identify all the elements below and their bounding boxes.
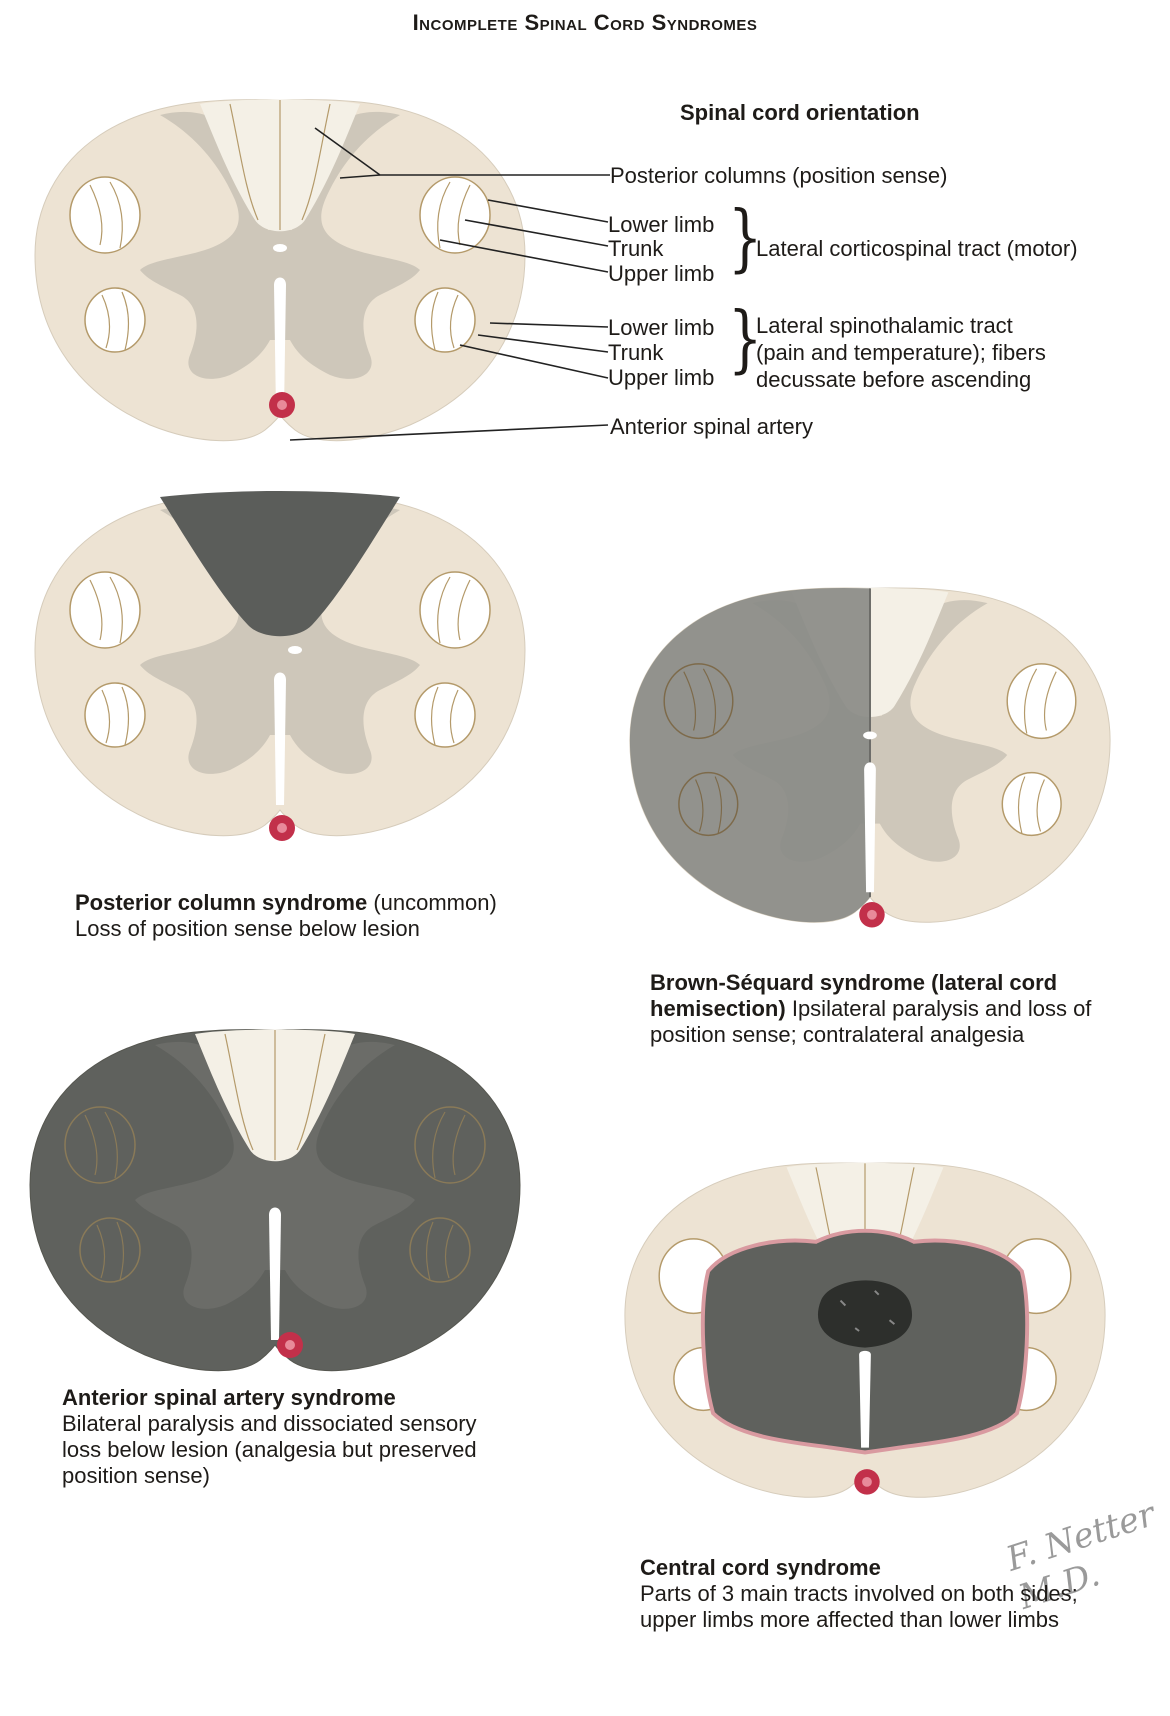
- brown-sequard-caption: Brown-Séquard syndrome (lateral cord hem…: [650, 970, 1091, 1048]
- st-lower-limb-label: Lower limb: [608, 315, 715, 340]
- brown-sequard-title-2: hemisection): [650, 996, 786, 1021]
- posterior-columns-label: Posterior columns (position sense): [610, 163, 948, 188]
- posterior-column-caption: Posterior column syndrome (uncommon) Los…: [75, 890, 497, 942]
- st-upper-limb-label: Upper limb: [608, 365, 715, 390]
- artery-icon: [854, 1469, 880, 1495]
- brown-sequard-cord-diagram: [629, 587, 1111, 928]
- spinothalamic-label-3: decussate before ascending: [756, 367, 1032, 392]
- cs-brace: }: [728, 194, 763, 280]
- st-trunk-label: Trunk: [608, 340, 664, 365]
- anterior-spinal-artery-title: Anterior spinal artery syndrome: [62, 1385, 396, 1410]
- brown-sequard-desc-2: position sense; contralateral analgesia: [650, 1022, 1025, 1047]
- page-title: Incomplete Spinal Cord Syndromes: [412, 10, 758, 35]
- central-cord-desc-2: upper limbs more affected than lower lim…: [640, 1607, 1060, 1632]
- cs-lower-limb-label: Lower limb: [608, 212, 715, 237]
- corticospinal-tract-left: [69, 176, 141, 254]
- anterior-spinal-artery-icon: [269, 392, 295, 418]
- orientation-cord-diagram: [34, 99, 526, 442]
- posterior-column-title: Posterior column syndrome: [75, 890, 368, 915]
- posterior-column-desc: Loss of position sense below lesion: [75, 916, 420, 941]
- central-cord-caption: Central cord syndrome Parts of 3 main tr…: [640, 1555, 1078, 1633]
- cs-upper-limb-label: Upper limb: [608, 261, 715, 286]
- central-cord-desc-1: Parts of 3 main tracts involved on both …: [640, 1581, 1078, 1606]
- central-cord-title: Central cord syndrome: [640, 1555, 881, 1580]
- anterior-spinal-artery-desc-2: loss below lesion (analgesia but preserv…: [62, 1437, 477, 1462]
- cs-trunk-label: Trunk: [608, 236, 664, 261]
- brown-sequard-title-1: Brown-Séquard syndrome (lateral cord: [650, 970, 1058, 995]
- artery-icon: [859, 902, 885, 928]
- artery-icon: [277, 1332, 303, 1358]
- posterior-column-note: (uncommon): [373, 890, 497, 915]
- central-cavity-lesion: [817, 1280, 913, 1348]
- st-brace: }: [728, 295, 763, 381]
- posterior-column-lesion: [160, 491, 400, 637]
- artery-icon: [269, 815, 295, 841]
- spinothalamic-label-2: (pain and temperature); fibers: [756, 340, 1046, 365]
- posterior-column-cord-diagram: [34, 491, 526, 841]
- orientation-heading: Spinal cord orientation: [680, 100, 920, 125]
- corticospinal-tract-label: Lateral corticospinal tract (motor): [756, 236, 1078, 261]
- hemisection-lesion: [629, 587, 870, 923]
- anterior-spinal-artery-cord-diagram: [29, 1029, 521, 1372]
- brown-sequard-desc-1: Ipsilateral paralysis and loss of: [791, 996, 1092, 1021]
- spinothalamic-label-1: Lateral spinothalamic tract: [756, 313, 1013, 338]
- anterior-spinal-artery-desc-3: position sense): [62, 1463, 210, 1488]
- anterior-spinal-artery-desc-1: Bilateral paralysis and dissociated sens…: [62, 1411, 477, 1436]
- anterior-spinal-artery-caption: Anterior spinal artery syndrome Bilatera…: [62, 1385, 477, 1489]
- anterior-spinal-artery-label: Anterior spinal artery: [610, 414, 813, 439]
- central-cord-diagram: [624, 1162, 1106, 1498]
